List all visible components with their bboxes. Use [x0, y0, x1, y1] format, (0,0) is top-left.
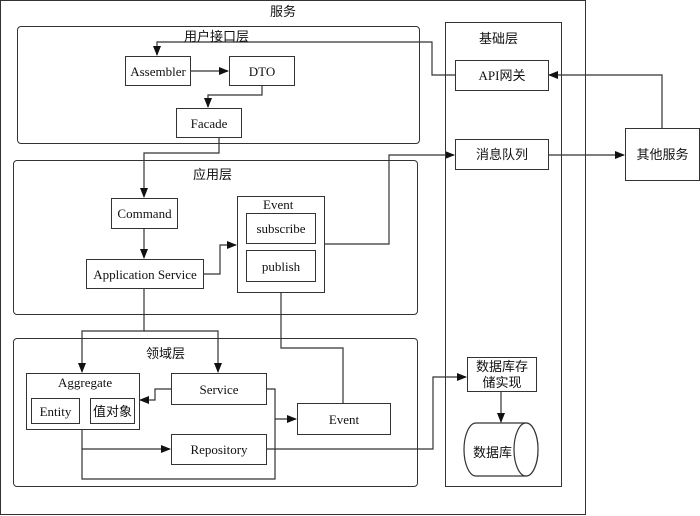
edge-domain-event-to-event-group: [280, 292, 344, 403]
db-storage-impl-node[interactable]: 数据库存储实现: [467, 357, 537, 392]
edge-event-to-message-queue: [324, 151, 455, 245]
domain-event-node[interactable]: Event: [297, 403, 391, 435]
domain-service-node[interactable]: Service: [171, 373, 267, 405]
application-service-node[interactable]: Application Service: [86, 259, 204, 289]
ui-layer-title: 用户接口层: [184, 29, 250, 44]
other-services-node[interactable]: 其他服务: [625, 128, 700, 181]
edge-service-to-event: [266, 388, 297, 423]
edge-app-service-to-aggregate: [78, 288, 145, 373]
dto-node[interactable]: DTO: [229, 56, 295, 86]
api-gateway-node[interactable]: API网关: [455, 60, 549, 91]
edge-other-services-to-api-gateway: [548, 71, 663, 128]
publish-node[interactable]: publish: [246, 250, 316, 282]
command-node[interactable]: Command: [111, 198, 178, 229]
edge-repository-to-db-impl: [266, 373, 467, 450]
edge-facade-to-command: [140, 137, 220, 198]
edge-dto-to-facade: [204, 86, 263, 108]
service-title: 服务: [270, 4, 297, 19]
message-queue-node[interactable]: 消息队列: [455, 139, 549, 170]
infrastructure-layer: [445, 22, 562, 487]
domain-layer: [13, 338, 418, 487]
assembler-node[interactable]: Assembler: [125, 56, 191, 86]
entity-node[interactable]: Entity: [31, 398, 80, 424]
aggregate-title: Aggregate: [58, 375, 113, 390]
application-layer-title: 应用层: [193, 167, 233, 182]
infrastructure-layer-title: 基础层: [479, 31, 519, 46]
edge-app-service-to-event: [203, 241, 237, 275]
service-boundary: [0, 0, 586, 515]
application-layer: [13, 160, 418, 315]
ui-layer: [17, 26, 420, 144]
facade-node[interactable]: Facade: [176, 108, 242, 138]
edge-service-to-aggregate: [139, 388, 171, 404]
database-label: 数据库: [473, 445, 513, 460]
edge-api-gateway-to-assembler: [153, 41, 455, 76]
domain-layer-title: 领域层: [146, 346, 186, 361]
repository-node[interactable]: Repository: [171, 434, 267, 465]
subscribe-node[interactable]: subscribe: [246, 213, 316, 244]
edge-app-service-to-service: [144, 330, 222, 373]
value-object-node[interactable]: 值对象: [90, 398, 135, 424]
event-group-title: Event: [263, 197, 294, 212]
database-cylinder: [463, 422, 539, 477]
